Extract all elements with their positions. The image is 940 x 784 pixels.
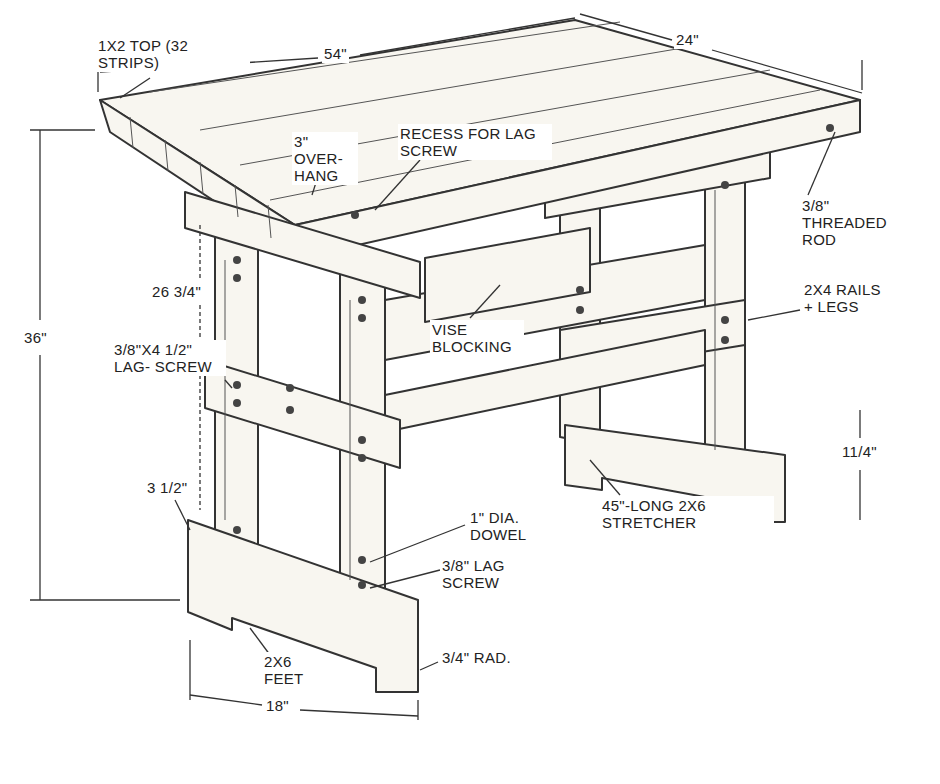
callout-label: 3/8" LAG SCREW bbox=[440, 556, 554, 592]
callout-label: 45"-LONG 2X6 STRETCHER bbox=[600, 496, 774, 532]
callout-label: 3/8"X4 1/2" LAG- SCREW bbox=[112, 340, 226, 376]
foot bbox=[188, 520, 418, 692]
callout-label: 11/4" bbox=[840, 442, 879, 461]
callout-label: 24" bbox=[674, 30, 701, 49]
callout-label: 3/4" RAD. bbox=[440, 648, 513, 667]
rail bbox=[185, 192, 420, 298]
callout-label: 36" bbox=[22, 328, 49, 347]
callout-label: 2X6 FEET bbox=[262, 652, 326, 688]
rail bbox=[205, 360, 400, 468]
callout-label: 3" OVER- HANG bbox=[292, 132, 358, 185]
callout-label: 3 1/2" bbox=[145, 478, 190, 497]
dimension-and-leader-lines bbox=[30, 14, 862, 720]
workbench bbox=[100, 20, 860, 692]
bench-top-edge bbox=[295, 100, 860, 258]
callout-label: 54" bbox=[322, 44, 349, 63]
callout-label: 26 3/4" bbox=[150, 282, 203, 301]
callout-label: 2X4 RAILS + LEGS bbox=[802, 280, 894, 316]
callout-label: 1X2 TOP (32 STRIPS) bbox=[96, 36, 250, 72]
wood-grain bbox=[130, 22, 820, 580]
callout-label: 1" DIA. DOWEL bbox=[468, 508, 572, 544]
callout-label: 3/8" THREADED ROD bbox=[800, 196, 904, 249]
callout-label: RECESS FOR LAG SCREW bbox=[398, 124, 552, 160]
callout-label: VISE BLOCKING bbox=[430, 320, 524, 356]
callout-label: 18" bbox=[264, 696, 291, 715]
vise-blocking bbox=[425, 228, 590, 322]
bolt-heads bbox=[233, 124, 834, 589]
